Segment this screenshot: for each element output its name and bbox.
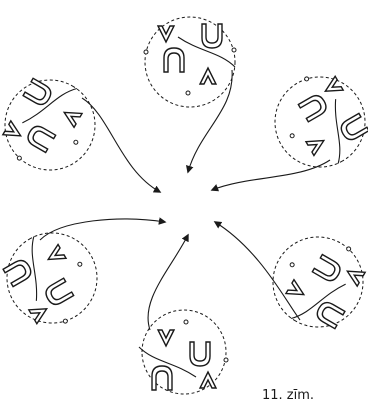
figure-bottom (139, 310, 228, 394)
figure-caption: 11. zīm. (262, 388, 314, 403)
figure-upper-left (0, 64, 111, 188)
figure-top (144, 17, 236, 107)
arrow-from-bottom (148, 235, 188, 330)
figure-lower-left (0, 217, 114, 341)
figure-upper-right (258, 60, 368, 184)
figure-lower-right (257, 220, 368, 344)
arrow-from-top (188, 70, 232, 172)
arrow-from-lower-left (40, 219, 165, 240)
arrow-from-upper-right (212, 160, 330, 190)
arrow-from-lower-right (215, 222, 300, 320)
arrow-from-upper-left (82, 98, 160, 192)
